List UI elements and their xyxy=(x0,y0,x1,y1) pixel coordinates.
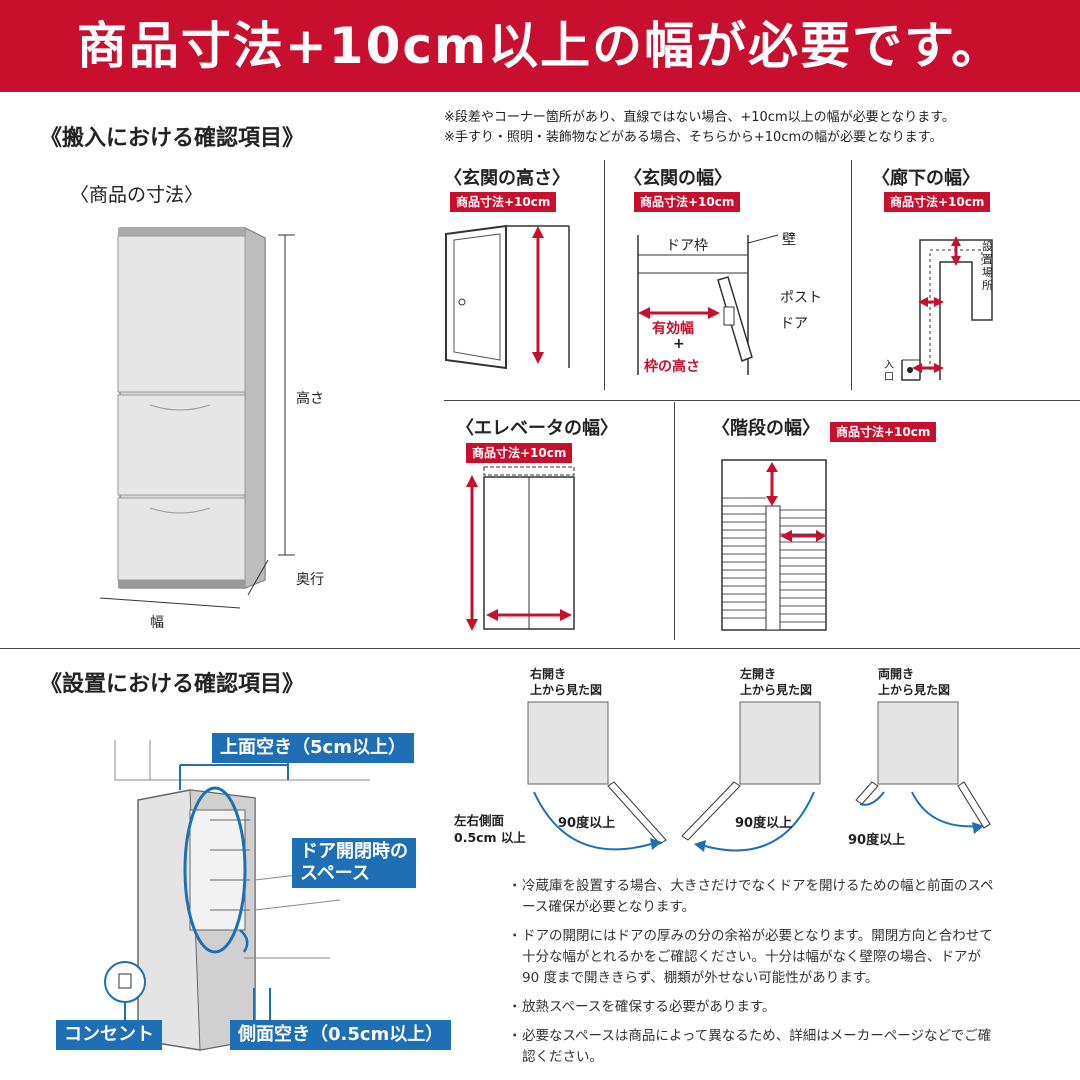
side-clearance-label: 左右側面 0.5cm 以上 xyxy=(454,813,526,845)
door-right-label: 右開き 上から見た図 xyxy=(530,667,603,697)
plus-label: + xyxy=(673,336,685,352)
entrance-width-diagram xyxy=(637,234,779,375)
elevator-diagram xyxy=(466,466,575,631)
banner-title: 商品寸法+10cm以上の幅が必要です。 xyxy=(0,0,1080,92)
hallway-entrance-label: 入口 xyxy=(884,360,894,383)
delivery-notes: ※段差やコーナー箇所があり、直線ではない場合、+10cm以上の幅が必要となります… xyxy=(444,108,1074,148)
entrance-height-tag: 商品寸法+10cm xyxy=(450,192,557,212)
installation-bullets: ・冷蔵庫を設置する場合、大きさだけでなくドアを開けるための幅と前面のスペース確保… xyxy=(508,876,1068,1068)
door-double-angle: 90度以上 xyxy=(848,833,906,848)
hallway-width-title: 〈廊下の幅〉 xyxy=(872,168,980,189)
side-space-tag: 側面空き（0.5cm以上） xyxy=(230,1020,452,1050)
entrance-height-diagram xyxy=(445,224,570,370)
bullet-item: ・ドアの開閉にはドアの厚みの分の余裕が必要となります。開閉方向と合わせて十分な幅… xyxy=(508,928,993,986)
product-dims-title: 〈商品の寸法〉 xyxy=(70,184,204,206)
bullet-item: ・冷蔵庫を設置する場合、大きさだけでなくドアを開けるための幅と前面のスペース確保… xyxy=(508,878,994,915)
wall-label: 壁 xyxy=(782,232,796,248)
dim-width-label: 幅 xyxy=(150,615,164,631)
hallway-width-tag: 商品寸法+10cm xyxy=(884,192,991,212)
stairs-width-title: 〈階段の幅〉 xyxy=(712,418,820,439)
effective-width-label: 有効幅 xyxy=(652,321,694,337)
door-left-angle: 90度以上 xyxy=(735,816,793,831)
install-place-label: 設置場所 xyxy=(982,240,993,292)
stairs-width-tag: 商品寸法+10cm xyxy=(830,422,937,442)
entrance-width-tag: 商品寸法+10cm xyxy=(634,192,741,212)
note-1: ※段差やコーナー箇所があり、直線ではない場合、+10cm以上の幅が必要となります… xyxy=(444,110,955,125)
outlet-tag: コンセント xyxy=(56,1020,162,1050)
door-opening-diagrams xyxy=(527,701,991,852)
bullet-item: ・必要なスペースは商品によって異なるため、詳細はメーカーページなどでご確認くださ… xyxy=(508,1028,992,1065)
top-space-tag: 上面空き（5cm以上） xyxy=(212,733,414,763)
note-2: ※手すり・照明・装飾物などがある場合、そちらから+10cmの幅が必要となります。 xyxy=(444,130,943,145)
frame-height-label: 枠の高さ xyxy=(644,359,700,375)
door-right-angle: 90度以上 xyxy=(558,816,616,831)
dim-height-label: 高さ xyxy=(296,391,324,407)
door-label: ドア xyxy=(780,316,808,332)
installation-illustration xyxy=(104,740,370,1051)
post-label: ポスト xyxy=(780,290,822,306)
door-frame-label: ドア枠 xyxy=(666,238,708,254)
door-space-tag: ドア開閉時の スペース xyxy=(292,838,416,888)
door-left-label: 左開き 上から見た図 xyxy=(740,667,813,697)
entrance-height-title: 〈玄関の高さ〉 xyxy=(444,168,570,189)
installation-section-title: 《設置における確認項目》 xyxy=(40,672,305,697)
dim-depth-label: 奥行 xyxy=(296,572,324,588)
elevator-width-title: 〈エレベータの幅〉 xyxy=(456,418,618,439)
hallway-diagram xyxy=(901,236,993,381)
elevator-width-tag: 商品寸法+10cm xyxy=(466,443,573,463)
entrance-width-title: 〈玄関の幅〉 xyxy=(624,168,732,189)
stairs-diagram xyxy=(721,459,827,631)
delivery-section-title: 《搬入における確認項目》 xyxy=(40,126,305,151)
bullet-item: ・放熱スペースを確保する必要があります。 xyxy=(508,999,776,1015)
door-double-label: 両開き 上から見た図 xyxy=(878,667,951,697)
fridge-illustration xyxy=(99,227,295,609)
